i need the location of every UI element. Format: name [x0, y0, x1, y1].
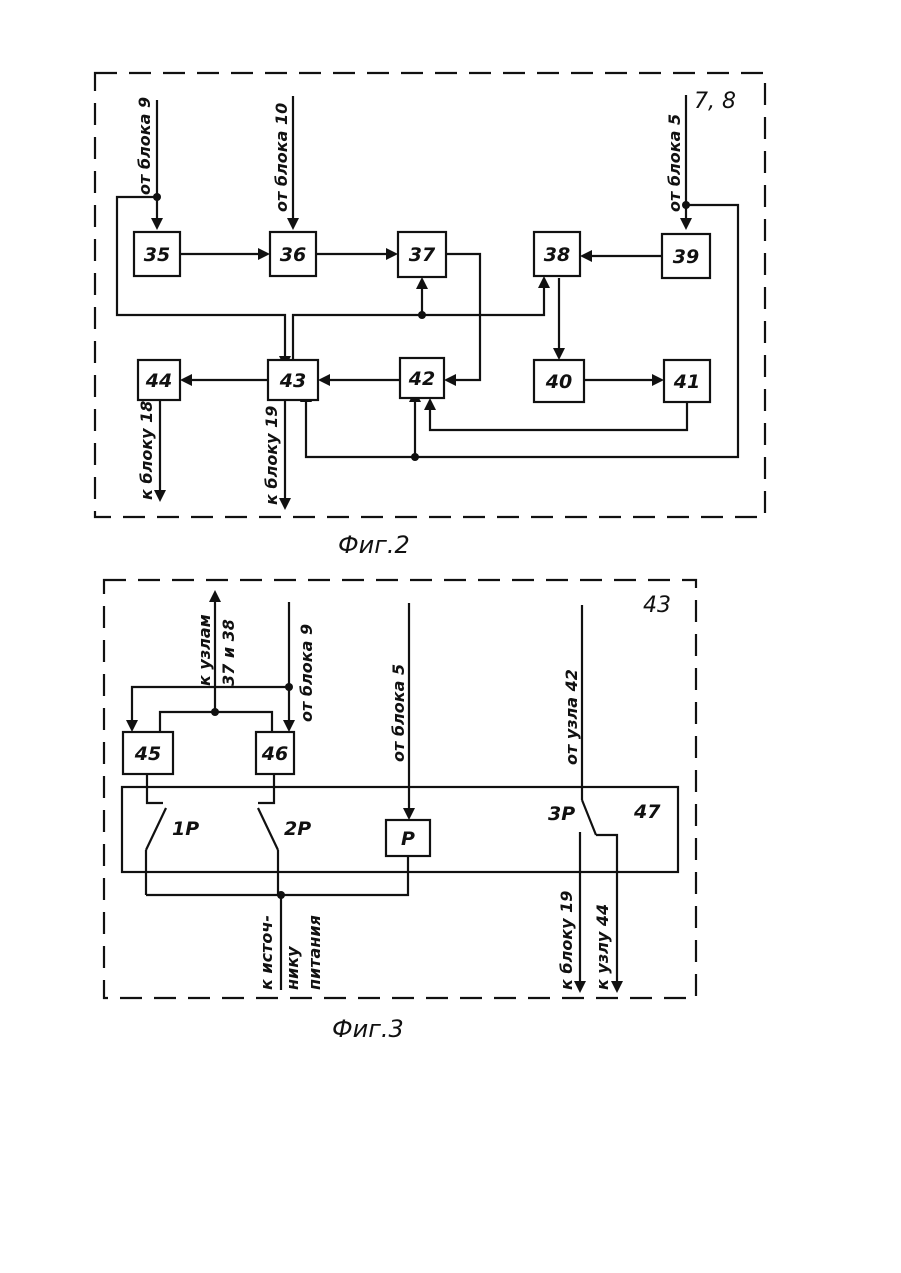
fig2-block-41-label: 41 [673, 371, 700, 393]
fig2-caption: Фиг.2 [338, 531, 410, 559]
fig3-label-to-nodes-2: 37 и 38 [219, 619, 238, 686]
fig3-label-to-nodes-1: к узлам [195, 614, 214, 686]
fig2-block-44-label: 44 [145, 370, 172, 392]
fig3-block-46-label: 46 [261, 743, 288, 765]
fig2-block-38-label: 38 [544, 244, 570, 266]
fig2-bus-43-37-38 [293, 284, 544, 360]
fig2-label-from-block-5: от блока 5 [665, 114, 684, 212]
fig3-output-to-nodes-37-38: к узлам 37 и 38 [195, 590, 238, 712]
fig2-block-36-label: 36 [280, 244, 306, 266]
fig3-label-from-block-5: от блока 5 [389, 664, 408, 762]
fig2-block-40-label: 40 [545, 371, 572, 393]
fig3-frame-label: 43 [643, 593, 671, 618]
figure-2: 7, 8 от блока 9 от блока 10 от бло [95, 73, 765, 559]
fig2-frame-label: 7, 8 [694, 89, 736, 114]
fig3-block-45-label: 45 [134, 743, 161, 765]
fig3-label-to-node-44: к узлу 44 [593, 904, 612, 990]
fig2-block-39-label: 39 [673, 246, 699, 268]
fig2-line-41-42 [430, 402, 687, 430]
fig2-input-from-block-10: от блока 10 [272, 96, 299, 230]
fig3-label-power-3: питания [305, 915, 324, 990]
fig2-label-to-block-19: к блоку 19 [262, 406, 281, 505]
fig2-block-37-label: 37 [409, 244, 436, 266]
fig2-output-to-block-18: к блоку 18 [137, 400, 166, 502]
fig2-label-from-block-10: от блока 10 [272, 103, 291, 212]
fig3-contact-2p-label: 2Р [284, 818, 311, 840]
fig3-caption: Фиг.3 [332, 1015, 404, 1043]
fig2-label-from-block-9: от блока 9 [135, 97, 154, 195]
fig2-output-to-block-19: к блоку 19 [262, 400, 291, 510]
fig3-relay-p-label: Р [401, 828, 415, 850]
fig2-block-43-label: 43 [279, 370, 306, 392]
fig3-block-47-label: 47 [633, 801, 661, 823]
fig2-block-42-label: 42 [408, 368, 435, 390]
fig2-line-37-42 [446, 254, 480, 380]
figure-3: 43 47 к узлам 37 и 38 от блока 9 45 46 [104, 580, 696, 1043]
fig2-label-to-block-18: к блоку 18 [137, 401, 156, 500]
fig3-label-to-block-19: к блоку 19 [557, 891, 576, 990]
fig2-block-35-label: 35 [144, 244, 170, 266]
fig3-label-from-node-42: от узла 42 [562, 669, 581, 765]
fig3-contact-1p-label: 1Р [172, 818, 199, 840]
fig3-contact-3p-label: 3Р [548, 803, 575, 825]
fig3-label-power-2: нику [283, 946, 302, 990]
fig3-label-power-1: к источ- [257, 915, 276, 990]
fig3-label-from-block-9: от блока 9 [297, 624, 316, 722]
